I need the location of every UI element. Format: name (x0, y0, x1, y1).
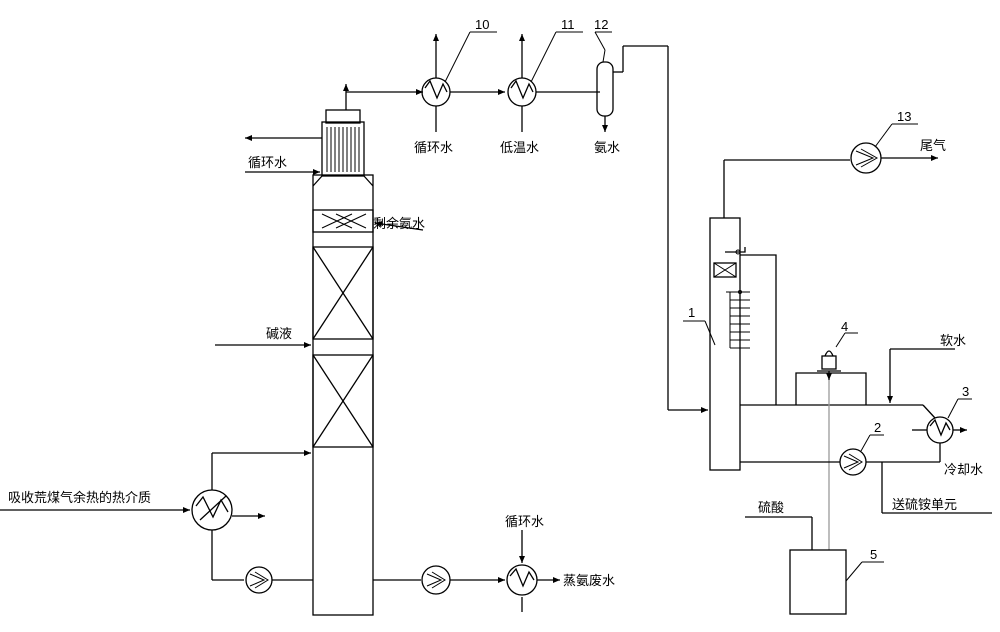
saturator-coil (726, 250, 750, 348)
label-number-1: 1 (688, 305, 695, 320)
label-number-11: 11 (561, 17, 575, 32)
condenser-10 (422, 78, 450, 106)
cooler-3 (927, 417, 953, 443)
stripping-column (313, 110, 373, 615)
label-number-10: 10 (475, 17, 489, 32)
label-number-4: 4 (841, 319, 848, 334)
label-tail-gas: 尾气 (920, 138, 946, 154)
label-remaining-ammonia: 剩余氨水 (373, 216, 425, 232)
label-wastewater: 蒸氨废水 (563, 573, 615, 589)
wastewater-pump (422, 566, 450, 594)
wastewater-cooler (507, 565, 537, 595)
acid-tank-5 (790, 550, 846, 614)
separator-12 (597, 62, 613, 116)
label-alkali: 碱液 (266, 327, 292, 342)
label-number-13: 13 (897, 109, 911, 124)
label-condenser11-water: 低温水 (500, 141, 539, 156)
label-circulating-water-top: 循环水 (248, 156, 287, 171)
centrifuge-4 (796, 351, 866, 405)
label-to-ammonium-sulfate: 送硫铵单元 (892, 498, 957, 513)
label-number-2: 2 (874, 420, 881, 435)
label-heat-medium: 吸收荒煤气余热的热介质 (8, 490, 151, 506)
label-soft-water: 软水 (940, 334, 966, 349)
reboiler-pump (246, 567, 272, 593)
label-number-12: 12 (594, 17, 608, 32)
pump-2 (840, 449, 866, 475)
label-condenser10-water: 循环水 (414, 141, 453, 156)
label-number-5: 5 (870, 547, 877, 562)
label-circulating-water-bottom: 循环水 (505, 515, 544, 530)
label-ammonia-water: 氨水 (594, 141, 620, 156)
condenser-11 (508, 78, 536, 106)
label-sulfuric-acid: 硫酸 (758, 501, 784, 516)
tail-gas-fan-13 (851, 143, 881, 173)
label-cooling-water: 冷却水 (944, 463, 983, 478)
reboiler-heat-exchanger (192, 490, 232, 530)
label-number-3: 3 (962, 384, 969, 399)
